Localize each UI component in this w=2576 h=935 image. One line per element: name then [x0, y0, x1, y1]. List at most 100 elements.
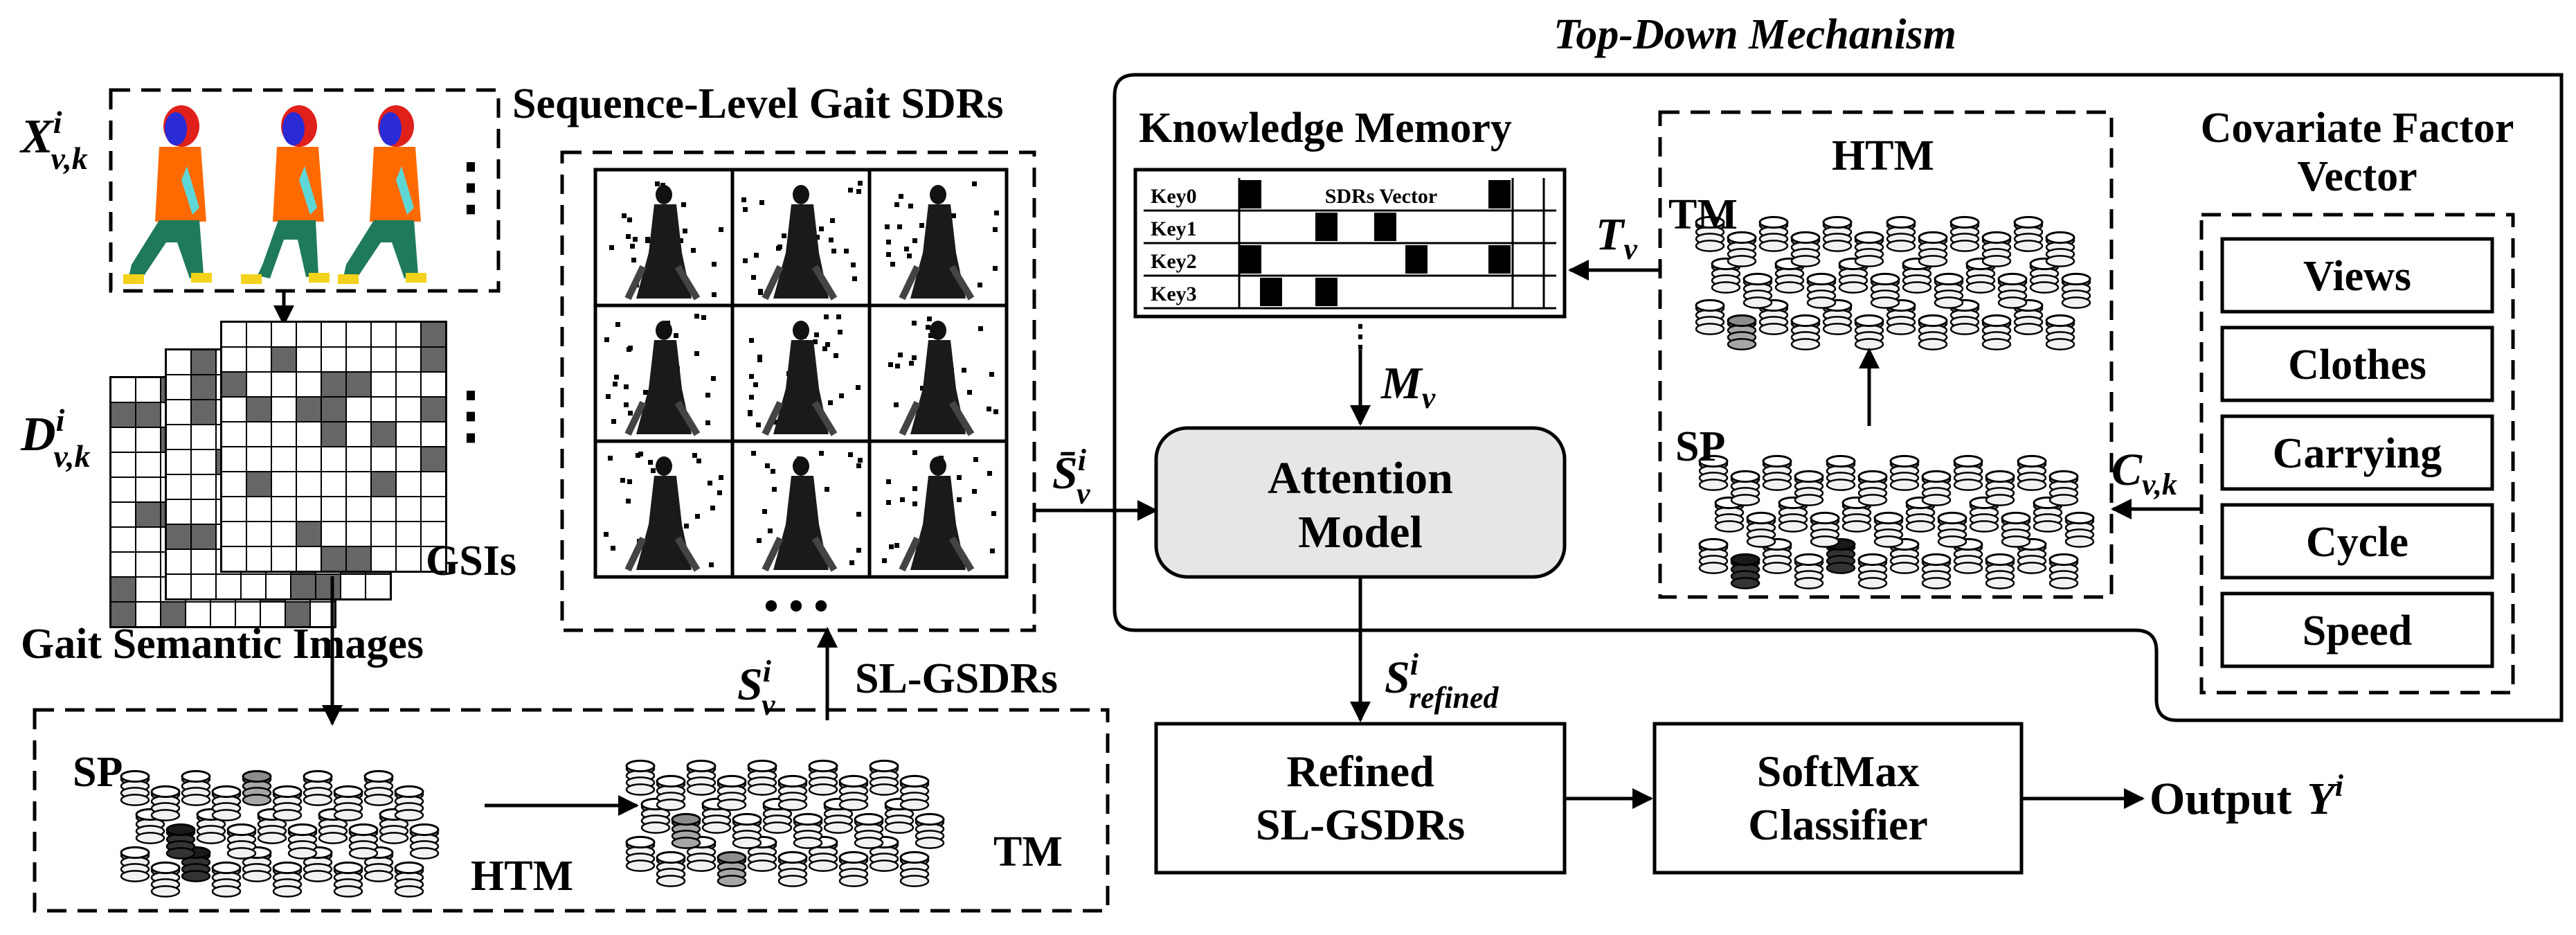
htm-column	[1698, 454, 1729, 491]
htm-column	[1937, 511, 1967, 548]
htm-column	[272, 785, 303, 821]
htm-column	[2029, 257, 2060, 294]
htm-column	[1854, 231, 1884, 267]
htm-column	[1711, 257, 1741, 294]
km-row: Key1	[1144, 211, 1556, 244]
htm-column	[1981, 231, 2012, 267]
htm-column	[686, 759, 717, 796]
htm-column	[2045, 314, 2075, 350]
htm-column	[1965, 257, 1996, 294]
svg-text:Cycle: Cycle	[2306, 519, 2408, 566]
covariate-item-speed: Speed	[2220, 591, 2494, 668]
htm-column	[656, 774, 686, 811]
top-down-outline	[1113, 73, 2564, 722]
gsi-caption: Gait Semantic Images	[21, 621, 424, 668]
htm-column	[2045, 231, 2075, 267]
htm-column	[1758, 215, 1789, 252]
htm-column	[1794, 553, 1824, 589]
htm-column	[1806, 272, 1837, 309]
refined-line2: SL-GSDRs	[1256, 800, 1465, 849]
htm-tm-cylinders	[1695, 215, 2091, 350]
attention-line1: Attention	[1268, 453, 1453, 504]
htm-column	[1870, 272, 1900, 309]
htm-sp-cylinders	[1698, 454, 2095, 589]
htm-column	[1857, 470, 1888, 506]
htm-column	[165, 823, 196, 860]
sdr-frame	[593, 439, 735, 579]
htm-column	[1953, 454, 1983, 491]
htm-column	[2013, 215, 2044, 252]
htm-column	[2064, 511, 2095, 548]
htm-column	[1854, 314, 1884, 350]
htm-column	[915, 812, 945, 849]
htm-column	[150, 785, 181, 821]
htm-column	[747, 759, 777, 796]
gsis-label: GSIs	[426, 537, 516, 585]
knowledge-memory-title: Knowledge Memory	[1139, 105, 1512, 152]
refined-line1: Refined	[1286, 747, 1434, 796]
softmax-line1: SoftMax	[1757, 747, 1920, 796]
htm-column	[1742, 272, 1773, 309]
htm-column	[1985, 553, 2015, 589]
bottom-tm-label: TM	[993, 828, 1063, 875]
htm-column	[333, 861, 363, 898]
htm-column	[242, 769, 272, 806]
km-key-label: Key3	[1151, 283, 1197, 305]
sequence-hellipsis: • • •	[764, 583, 828, 629]
softmax-box	[1652, 722, 2024, 875]
sdr-frame	[867, 303, 1009, 443]
htm-column	[287, 823, 318, 860]
svg-text:Clothes: Clothes	[2288, 341, 2426, 389]
sdr-frame	[730, 439, 872, 579]
htm-column	[394, 785, 424, 821]
km-vector-label: SDRs Vector	[1325, 185, 1438, 208]
htm-column	[777, 774, 808, 811]
htm-column	[671, 812, 701, 849]
htm-column	[793, 812, 823, 849]
htm-column	[211, 785, 242, 821]
htm-column	[1873, 511, 1904, 548]
sdr-frame	[593, 303, 735, 443]
htm-column	[1949, 215, 1980, 252]
htm-column	[1810, 511, 1840, 548]
bottom-htm-label: HTM	[471, 853, 573, 900]
htm-column	[409, 823, 440, 860]
htm-column	[272, 861, 303, 898]
htm-column	[1997, 272, 2028, 309]
htm-column	[732, 812, 762, 849]
walker-group	[123, 105, 426, 284]
htm-column	[1746, 511, 1776, 548]
htm-column	[181, 769, 211, 806]
htm-column	[2048, 553, 2079, 589]
htm-column	[717, 851, 747, 887]
htm-column	[854, 812, 884, 849]
km-row: Key0	[1144, 178, 1556, 212]
htm-column	[226, 823, 257, 860]
walker-figure	[123, 105, 212, 284]
sdr-frame	[867, 439, 1009, 579]
htm-column	[1730, 553, 1760, 589]
htm-column	[1889, 454, 1920, 491]
km-key-label: Key0	[1151, 185, 1197, 208]
covariate-item-views: Views	[2220, 237, 2494, 314]
km-row: Key2	[1144, 243, 1556, 277]
htm-column	[777, 851, 808, 887]
htm-column	[2017, 537, 2047, 574]
sdr-frame-grid	[593, 168, 1009, 579]
htm-column	[838, 851, 869, 887]
softmax-line2: Classifier	[1748, 800, 1928, 849]
htm-column	[1714, 496, 1745, 533]
bottom-tm-cylinders	[625, 759, 945, 887]
sdr-frame	[730, 168, 872, 308]
htm-column	[1790, 231, 1821, 267]
sdr-frame	[593, 168, 735, 308]
htm-column	[899, 851, 930, 887]
htm-column	[1985, 470, 2015, 506]
htm-column	[1886, 215, 1916, 252]
mv-symbol: Mv	[1380, 358, 1436, 415]
htm-column	[1790, 314, 1821, 350]
